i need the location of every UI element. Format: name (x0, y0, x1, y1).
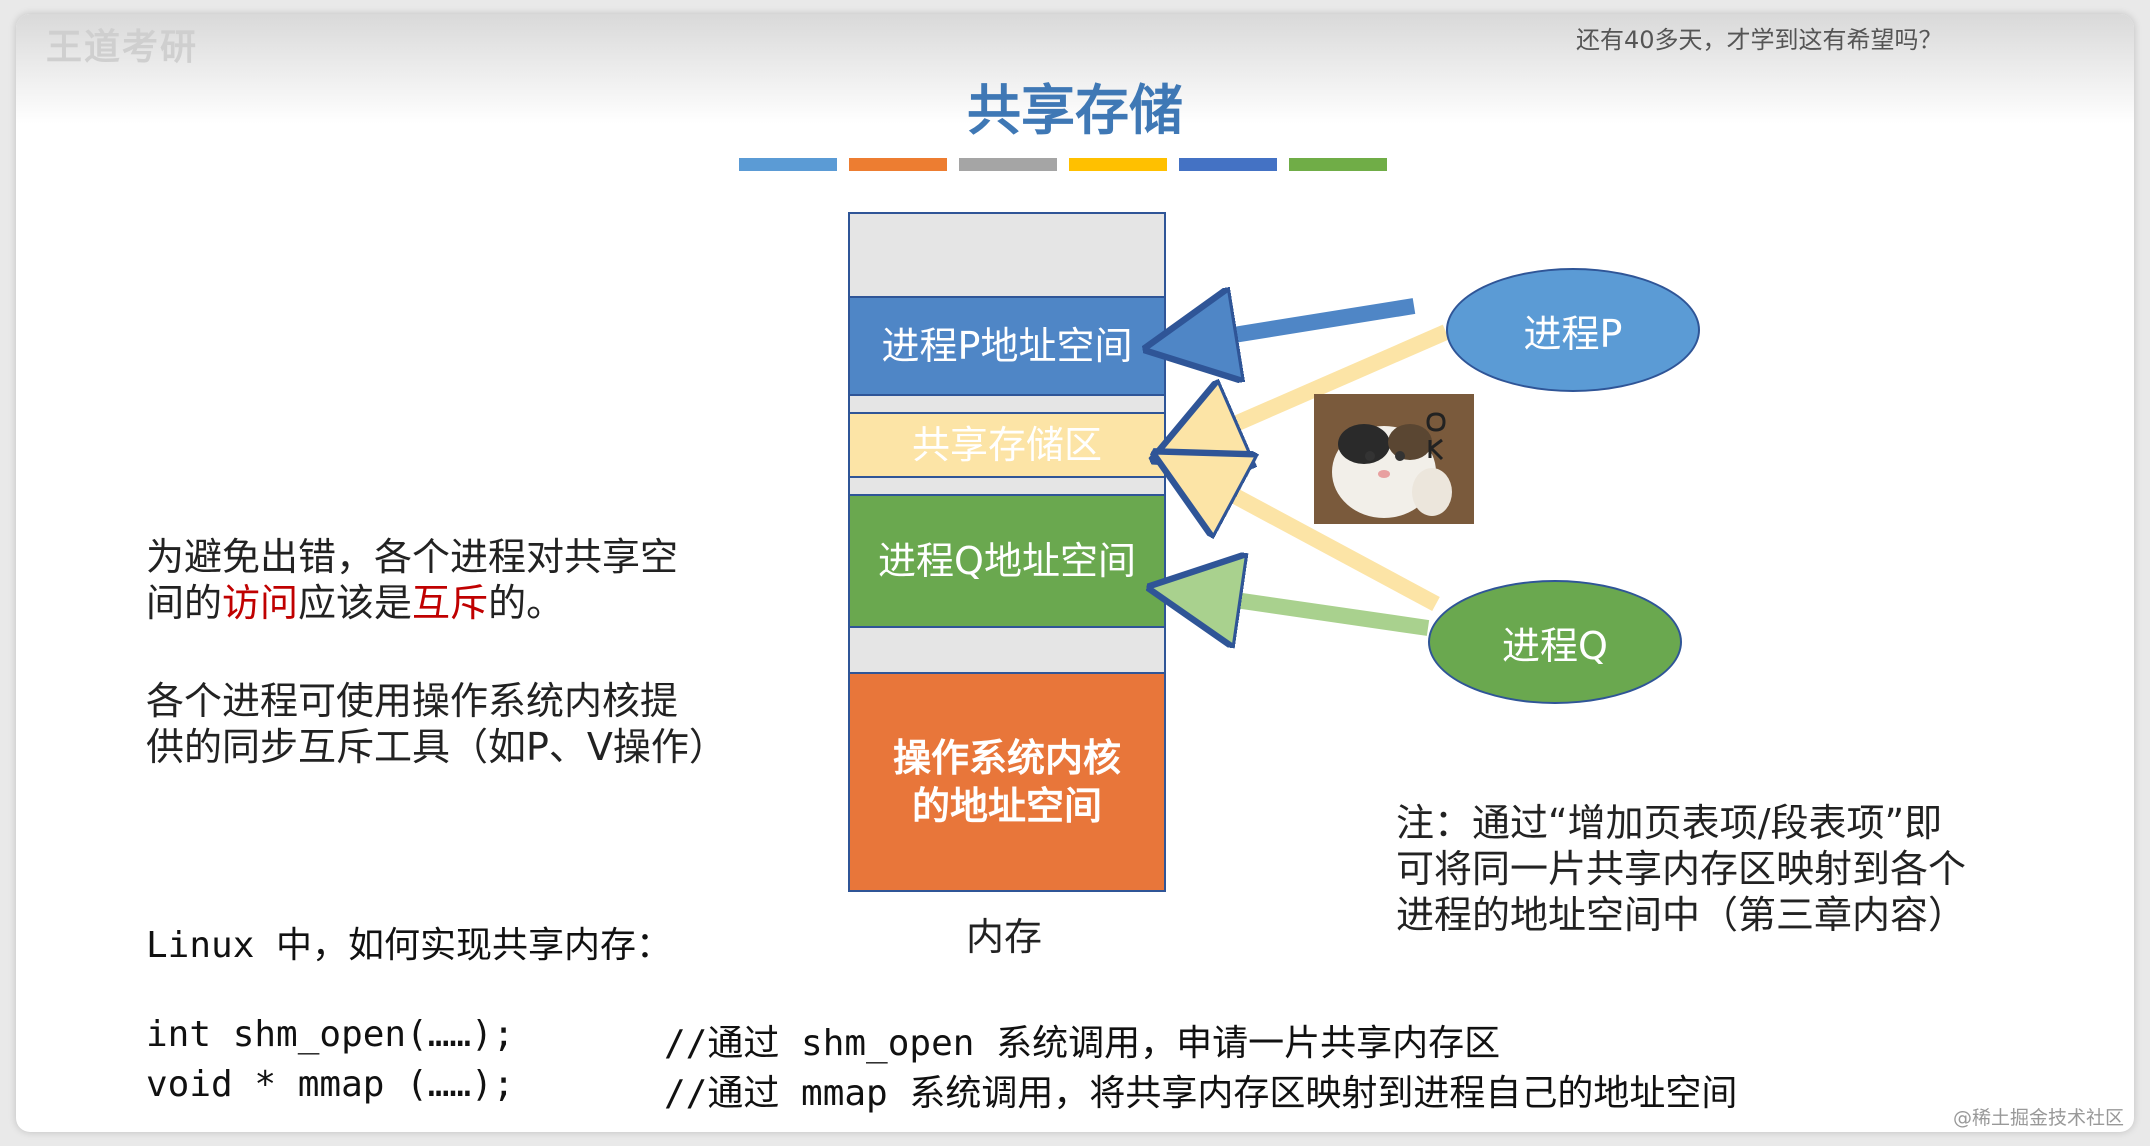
color-bar-4 (1069, 158, 1167, 171)
code-call-1: int shm_open(……); (146, 1014, 515, 1055)
arrows (16, 14, 1450, 1132)
mutex-text-c: 的。 (488, 581, 565, 625)
top-fade (16, 14, 2134, 124)
memory-gap-4 (848, 628, 1166, 672)
watermark: @稀土掘金技术社区 (1952, 1107, 2124, 1129)
access-highlight: 访问 (222, 581, 299, 625)
code-comment-1: //通过 shm_open 系统调用，申请一片共享内存区 (664, 1023, 1501, 1064)
arrow-p-to-shared (1194, 324, 1450, 442)
side-note-line1: 注：通过“增加页表项/段表项”即 (1396, 801, 1943, 845)
process-p-ellipse: 进程P (1446, 268, 1700, 392)
memory-label: 内存 (966, 915, 1043, 959)
code-call-2: void * mmap (……); (146, 1064, 515, 1105)
memory-gap-top (848, 212, 1166, 296)
sync-note-line2: 供的同步互斥工具（如P、V操作） (146, 725, 727, 769)
color-bar-6 (1289, 158, 1387, 171)
slide: 王道考研 还有40多天，才学到这有希望吗？ 共享存储 进程P地址空间 共享存储区… (16, 14, 2134, 1132)
arrow-p-to-p-space (1190, 306, 1416, 342)
memory-block-p: 进程P地址空间 (848, 296, 1166, 396)
code-comment-2: //通过 mmap 系统调用，将共享内存区映射到进程自己的地址空间 (664, 1073, 1738, 1114)
color-bar-2 (849, 158, 947, 171)
color-bar-3 (959, 158, 1057, 171)
side-note-line2: 可将同一片共享内存区映射到各个 (1396, 847, 1967, 891)
side-note-line3: 进程的地址空间中（第三章内容） (1396, 893, 1967, 937)
sync-note: 各个进程可使用操作系统内核提 供的同步互斥工具（如P、V操作） (146, 678, 806, 770)
linux-heading: Linux 中，如何实现共享内存： (146, 925, 673, 966)
color-bar-1 (739, 158, 837, 171)
mutex-note-line2: 间的访问应该是互斥的。 (146, 580, 766, 626)
process-q-ellipse: 进程Q (1428, 580, 1682, 704)
arrow-q-to-q-space (1194, 594, 1430, 628)
arrow-q-to-shared (1194, 474, 1440, 612)
mutex-text-a: 间的 (146, 581, 223, 625)
side-note: 注：通过“增加页表项/段表项”即 可将同一片共享内存区映射到各个 进程的地址空间… (1396, 800, 2096, 938)
sync-note-line1: 各个进程可使用操作系统内核提 (146, 679, 679, 723)
mutex-note-line1: 为避免出错，各个进程对共享空 (146, 535, 679, 579)
color-bar-5 (1179, 158, 1277, 171)
slide-title: 共享存储 (967, 79, 1183, 142)
cat-ok-sticker (1314, 394, 1474, 524)
video-logo: 王道考研 (46, 26, 199, 67)
danmaku-comment: 还有40多天，才学到这有希望吗？ (1576, 26, 1943, 54)
mutex-note: 为避免出错，各个进程对共享空 间的访问应该是互斥的。 (146, 534, 766, 626)
memory-block-shared: 共享存储区 (848, 412, 1166, 478)
memory-block-q: 进程Q地址空间 (848, 494, 1166, 628)
mutex-highlight: 互斥 (412, 581, 489, 625)
memory-block-kernel: 操作系统内核的地址空间 (848, 672, 1166, 892)
mutex-text-b: 应该是 (298, 581, 413, 625)
